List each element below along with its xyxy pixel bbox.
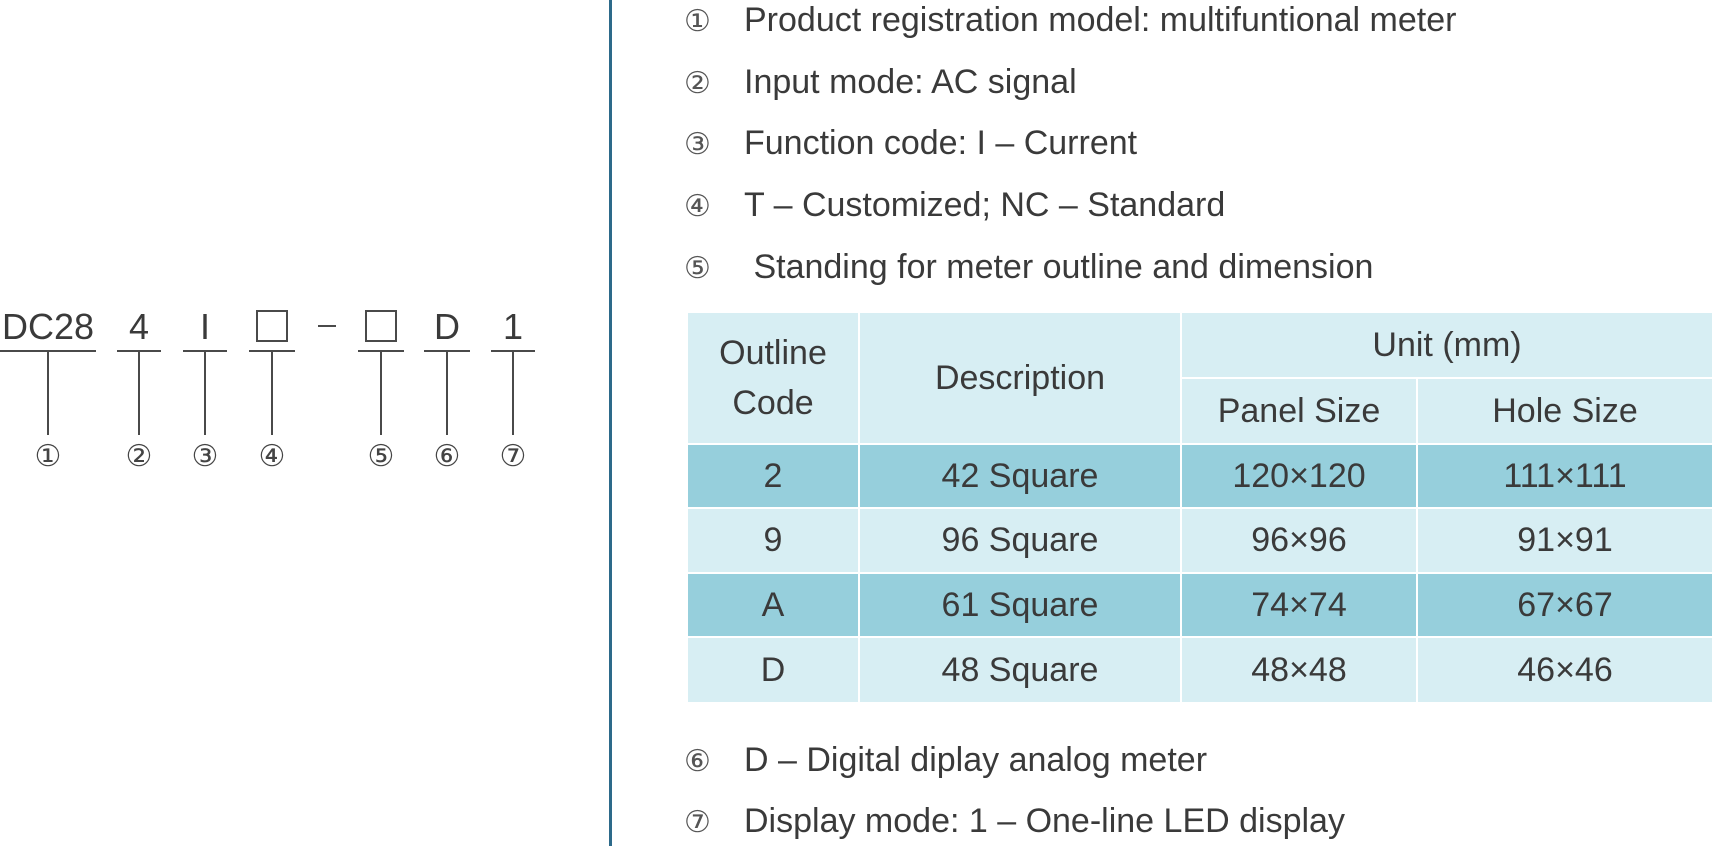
- note-7-number: ⑦: [684, 805, 711, 840]
- note-6: ⑥ D – Digital diplay analog meter: [684, 738, 1207, 782]
- table-row: A 61 Square 74×74 67×67: [686, 572, 1712, 638]
- code-number-3: ③: [191, 439, 219, 474]
- code-stem-2: [138, 351, 140, 435]
- header-description: Description: [858, 311, 1182, 445]
- table-row: 2 42 Square 120×120 111×111: [686, 443, 1712, 509]
- note-2-number: ②: [684, 66, 711, 101]
- code-segment-1: DC28: [1, 306, 95, 347]
- code-placeholder-box-5: [365, 310, 397, 342]
- code-placeholder-box-4: [256, 310, 288, 342]
- note-4-text: T – Customized; NC – Standard: [744, 186, 1226, 224]
- cell-hole-size: 46×46: [1415, 636, 1712, 704]
- code-segment-3: I: [199, 306, 210, 347]
- note-2-text: Input mode: AC signal: [744, 63, 1077, 101]
- model-code-diagram: DC28 ① 4 ② I ③ ④ ⑤ D ⑥ 1 ⑦: [0, 0, 600, 846]
- cell-panel-size: 48×48: [1180, 636, 1418, 704]
- cell-outline-code: 9: [686, 507, 860, 574]
- code-stem-5: [380, 351, 382, 435]
- code-dash: [318, 325, 336, 327]
- table-header-row-2: Panel Size Hole Size: [687, 377, 1712, 445]
- code-segment-6: D: [434, 306, 460, 347]
- cell-hole-size: 111×111: [1415, 443, 1712, 509]
- header-hole-size: Hole Size: [1415, 377, 1712, 445]
- note-1-number: ①: [684, 4, 711, 39]
- cell-outline-code: A: [686, 572, 860, 638]
- vertical-divider: [609, 0, 612, 846]
- code-segment-7: 1: [502, 306, 524, 347]
- note-2: ② Input mode: AC signal: [684, 60, 1077, 104]
- code-number-7: ⑦: [499, 439, 527, 474]
- note-1: ① Product registration model: multifuntio…: [684, 0, 1456, 42]
- note-7: ⑦ Display mode: 1 – One-line LED display: [684, 799, 1345, 843]
- cell-outline-code: 2: [686, 443, 860, 509]
- cell-panel-size: 120×120: [1180, 443, 1418, 509]
- cell-panel-size: 96×96: [1180, 507, 1418, 574]
- cell-outline-code: D: [686, 636, 860, 704]
- code-number-6: ⑥: [433, 439, 461, 474]
- note-6-number: ⑥: [684, 744, 711, 779]
- note-5-text: Standing for meter outline and dimension: [744, 248, 1374, 286]
- cell-description: 48 Square: [858, 636, 1182, 704]
- code-number-4: ④: [258, 439, 286, 474]
- header-outline-code-line1: Outline: [719, 334, 827, 372]
- note-1-text: Product registration model: multifuntion…: [744, 1, 1457, 39]
- note-5-number: ⑤: [684, 251, 711, 286]
- cell-description: 96 Square: [858, 507, 1182, 574]
- code-stem-1: [47, 351, 49, 435]
- cell-panel-size: 74×74: [1180, 572, 1418, 638]
- code-number-2: ②: [125, 439, 153, 474]
- code-segment-2: 4: [128, 306, 150, 347]
- table-row: D 48 Square 48×48 46×46: [686, 636, 1712, 704]
- header-panel-size: Panel Size: [1180, 377, 1418, 445]
- note-4-number: ④: [684, 189, 711, 224]
- cell-hole-size: 67×67: [1415, 572, 1712, 638]
- code-number-1: ①: [34, 439, 62, 474]
- note-6-text: D – Digital diplay analog meter: [744, 741, 1208, 779]
- note-3: ③ Function code: I – Current: [684, 121, 1137, 165]
- table-header-row-1: Outline Code Description Unit (mm): [686, 311, 1712, 445]
- header-outline-code-line2: Code: [732, 384, 814, 422]
- outline-dimension-table: Outline Code Description Unit (mm) Panel…: [686, 311, 1712, 704]
- note-7-text: Display mode: 1 – One-line LED display: [744, 802, 1345, 840]
- code-stem-6: [446, 351, 448, 435]
- code-number-5: ⑤: [367, 439, 395, 474]
- note-4: ④ T – Customized; NC – Standard: [684, 183, 1225, 227]
- header-unit: Unit (mm): [1179, 311, 1712, 379]
- code-stem-7: [512, 351, 514, 435]
- cell-hole-size: 91×91: [1415, 507, 1712, 574]
- table-row: 9 96 Square 96×96 91×91: [686, 507, 1712, 574]
- cell-description: 42 Square: [858, 443, 1182, 509]
- cell-description: 61 Square: [858, 572, 1182, 638]
- note-5: ⑤ Standing for meter outline and dimensi…: [684, 245, 1373, 289]
- code-stem-3: [204, 351, 206, 435]
- code-stem-4: [271, 351, 273, 435]
- note-3-text: Function code: I – Current: [744, 124, 1138, 162]
- note-3-number: ③: [684, 127, 711, 162]
- header-outline-code: Outline Code: [686, 311, 860, 445]
